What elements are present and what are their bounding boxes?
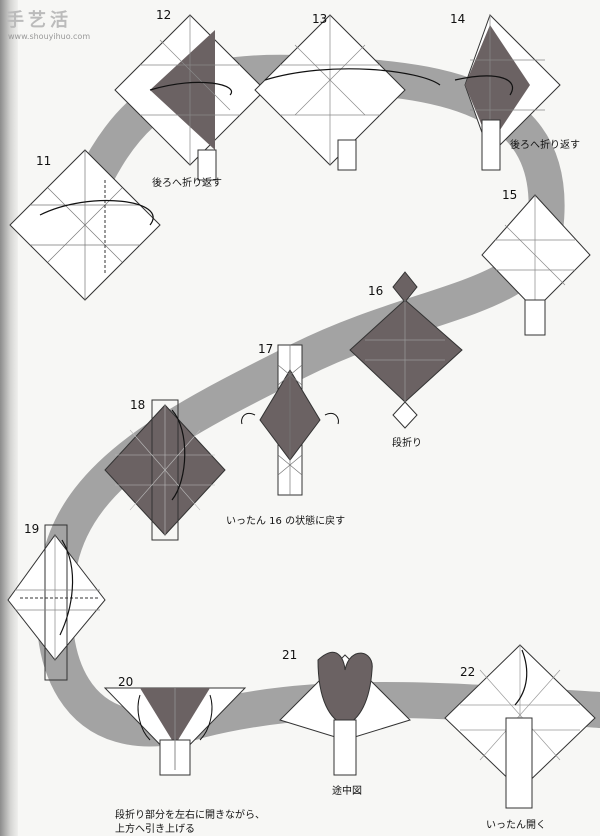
caption-step-17: いったん 16 の状態に戻す bbox=[226, 516, 346, 527]
caption-step-20-line1: 段折り部分を左右に開きながら、 bbox=[115, 810, 265, 821]
step-number-17: 17 bbox=[258, 342, 274, 356]
watermark: 手艺活 www.shouyihuo.com bbox=[6, 6, 90, 41]
watermark-logo: 手艺活 bbox=[6, 10, 72, 31]
step-number-22: 22 bbox=[460, 665, 476, 679]
step-12-model bbox=[114, 14, 266, 181]
caption-step-14: 後ろへ折り返す bbox=[510, 140, 580, 151]
caption-step-22: いったん開く bbox=[486, 820, 546, 831]
step-number-21: 21 bbox=[282, 648, 298, 662]
step-15-model bbox=[481, 194, 591, 336]
step-22-model bbox=[444, 644, 596, 809]
step-17-model bbox=[241, 344, 339, 496]
caption-step-20-line2: 上方へ引き上げる bbox=[115, 824, 195, 835]
step-13-model bbox=[254, 14, 441, 171]
step-19-model bbox=[7, 524, 106, 681]
step-18-model bbox=[104, 399, 226, 541]
step-number-19: 19 bbox=[24, 522, 40, 536]
step-number-13: 13 bbox=[312, 12, 328, 26]
step-number-18: 18 bbox=[130, 398, 146, 412]
step-number-16: 16 bbox=[368, 284, 384, 298]
step-16-model bbox=[349, 271, 463, 429]
caption-step-21: 途中図 bbox=[332, 786, 362, 797]
step-number-12: 12 bbox=[156, 8, 172, 22]
step-number-20: 20 bbox=[118, 675, 134, 689]
step-number-14: 14 bbox=[450, 12, 466, 26]
watermark-url: www.shouyihuo.com bbox=[8, 32, 91, 41]
caption-step-12: 後ろへ折り返す bbox=[152, 178, 222, 189]
step-14-model bbox=[454, 14, 561, 171]
caption-step-16: 段折り bbox=[392, 438, 422, 449]
step-11-model bbox=[9, 149, 161, 301]
scanned-page-edge bbox=[0, 0, 18, 836]
step-number-11: 11 bbox=[36, 154, 52, 168]
step-number-15: 15 bbox=[502, 188, 518, 202]
step-21-model bbox=[279, 651, 411, 776]
step-20-model bbox=[103, 687, 247, 776]
